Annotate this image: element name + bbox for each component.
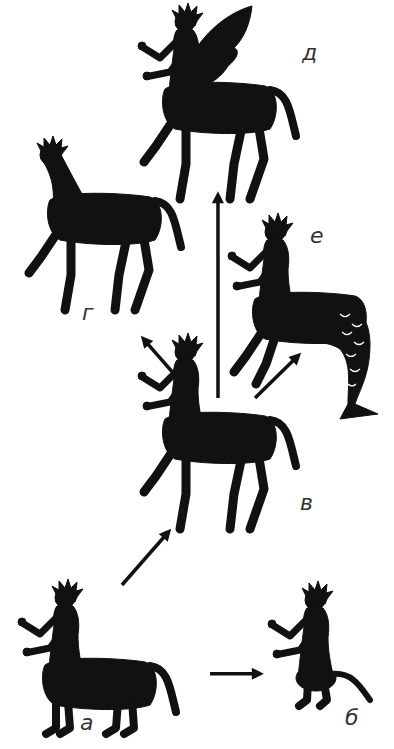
figure-node: д [130,5,320,190]
figure-node: б [265,585,380,733]
figure-letter: в [300,490,313,516]
winged-centaur [138,3,296,199]
evolution-arrow [122,534,167,585]
figure-letter: е [310,223,324,249]
headed-horse [29,136,181,310]
figure-letter: б [345,705,359,731]
figure-node: г [25,150,175,335]
figure-letter: д [302,40,317,66]
evolution-arrow [255,358,296,398]
figure-node: а [25,585,210,738]
fish-tail-centaur [228,213,378,419]
figure-node: е [230,215,380,352]
tailed-human [268,581,370,706]
evolution-arrow [145,341,195,398]
evolution-arrow [210,672,257,676]
figure-letter: г [82,300,94,326]
evolution-arrow [216,198,220,398]
figure-node: в [150,398,320,528]
foot-centaur [18,579,176,734]
figure-letter: а [80,710,93,736]
